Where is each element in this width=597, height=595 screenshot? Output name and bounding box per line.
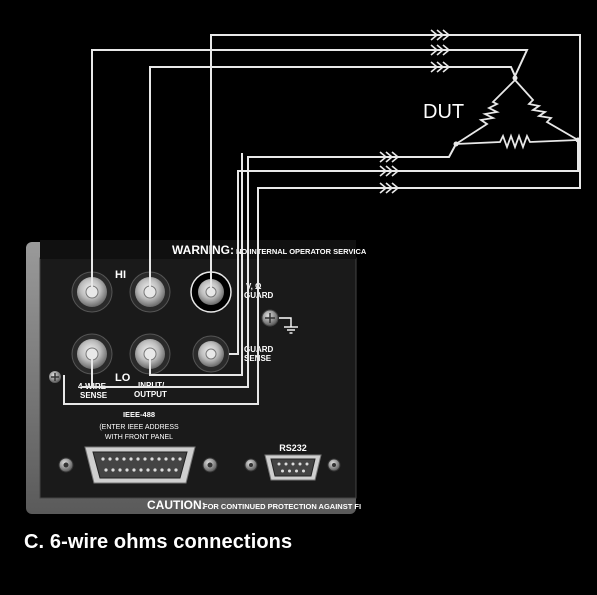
lo-label: LO [115, 372, 131, 384]
dut-label: DUT [423, 101, 464, 123]
caution-text: FOR CONTINUED PROTECTION AGAINST FI [203, 502, 361, 511]
wire-arrows [379, 29, 451, 194]
node-right [575, 137, 581, 143]
input-output-label-line1: INPUT/ [138, 381, 165, 390]
resistor-right [514, 79, 579, 141]
ieee-label-line1: IEEE-488 [123, 410, 155, 419]
rs232-label: RS232 [279, 443, 307, 453]
warning-strip [40, 240, 356, 259]
dut-network [455, 79, 579, 150]
ieee-screw-left [58, 457, 74, 473]
guard-sense-jack [192, 335, 230, 373]
ieee-label-line3: WITH FRONT PANEL [105, 434, 173, 441]
chassis-ground-screw [261, 309, 279, 327]
wire-hi-input [149, 66, 516, 292]
resistor-bottom [455, 133, 579, 150]
rs232-connector [264, 454, 322, 481]
arrow-icon [430, 29, 451, 41]
wire-hi-sense [91, 49, 529, 292]
four-wire-label-line2: SENSE [80, 391, 108, 400]
wire-lo-input [149, 153, 243, 376]
warning-head: WARNING: [172, 243, 234, 257]
dut-nodes [453, 75, 581, 147]
figure-caption: C. 6-wire ohms connections [24, 531, 293, 553]
node-top [512, 75, 518, 81]
arrow-icon [379, 151, 400, 163]
wire-lo-sense [82, 143, 457, 388]
arrow-icon [430, 61, 451, 73]
guard-label-line1: V, Ω [246, 282, 262, 291]
panel-screw-left [49, 371, 61, 383]
wire-guard [63, 34, 581, 405]
ieee-screw-right [202, 457, 218, 473]
ieee-label-line2: (ENTER IEEE ADDRESS [99, 424, 179, 431]
caution-head: CAUTION: [147, 498, 206, 512]
rs232-screw-left [244, 458, 258, 472]
arrow-icon [379, 182, 400, 194]
warning-text: NO INTERNAL OPERATOR SERVICA [236, 247, 367, 256]
input-output-label-line2: OUTPUT [134, 390, 167, 399]
wire-guard-sense [229, 140, 579, 355]
ieee-488-connector [84, 446, 196, 484]
hi-label: HI [115, 269, 126, 281]
arrow-icon [379, 165, 400, 177]
resistor-left [455, 79, 516, 145]
ground-symbol-icon [279, 317, 298, 334]
wiring [63, 34, 581, 405]
arrow-icon [430, 44, 451, 56]
rear-panel: WARNING: NO INTERNAL OPERATOR SERVICA CA… [26, 240, 367, 514]
rs232-screw-right [327, 458, 341, 472]
node-left [453, 141, 459, 147]
